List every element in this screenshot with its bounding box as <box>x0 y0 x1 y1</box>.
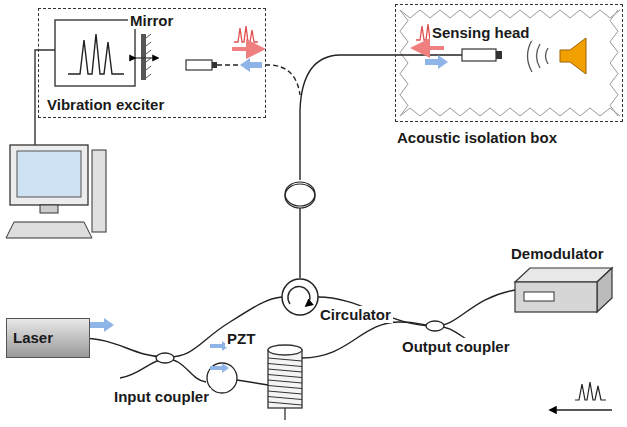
winding <box>268 358 302 361</box>
drive-arrow <box>550 409 612 410</box>
winding <box>268 364 302 367</box>
circulator-arrow <box>288 287 310 306</box>
speaker <box>528 38 587 74</box>
exciter-box <box>55 20 135 86</box>
pzt-cylinder <box>268 345 302 420</box>
foam-edge <box>400 108 620 116</box>
foam-edge <box>400 10 620 18</box>
laser-box: Laser <box>6 318 90 358</box>
winding <box>268 375 302 378</box>
winding <box>268 391 302 394</box>
circulator <box>282 279 318 315</box>
part-label: Output coupler <box>400 338 512 355</box>
fiber <box>299 110 300 180</box>
signal-pulses <box>234 24 440 42</box>
winding <box>268 369 302 372</box>
foam-edge <box>400 10 408 116</box>
winding <box>268 386 302 389</box>
fiber <box>300 55 462 110</box>
part-label: Sensing head <box>430 24 532 41</box>
collimator-end <box>212 62 217 68</box>
acoustic-foam <box>400 10 620 116</box>
part-label: PZT <box>225 330 257 347</box>
fiber-coil <box>207 363 237 393</box>
winding <box>268 380 302 383</box>
fiber-coil <box>285 182 315 208</box>
node-label: Laser <box>13 329 53 346</box>
fiber <box>237 380 268 385</box>
drive-signal <box>575 382 606 400</box>
exciter-peaks <box>68 34 124 74</box>
demodulator-device <box>515 268 612 312</box>
output-coupler <box>426 321 444 331</box>
fiber <box>318 297 435 326</box>
isolation-box: Acoustic isolation box <box>395 4 623 122</box>
part-label: Mirror <box>128 12 175 29</box>
computer <box>6 145 106 238</box>
pulse-arrow <box>414 46 444 50</box>
collimator <box>186 60 212 70</box>
winding <box>268 402 302 405</box>
foam-edge <box>610 10 618 116</box>
node-label: Demodulator <box>511 245 604 262</box>
fiber <box>78 297 282 357</box>
pzt-windings <box>268 358 302 405</box>
fiber <box>435 290 515 326</box>
fiber-dashed <box>217 65 300 95</box>
part-label: Input coupler <box>112 388 211 405</box>
pulse-arrow <box>232 47 262 51</box>
demodulator: Demodulator <box>515 268 612 312</box>
part-label: Circulator <box>318 306 393 323</box>
sensing-head <box>462 49 496 61</box>
winding <box>268 397 302 400</box>
node-label: Acoustic isolation box <box>397 129 557 146</box>
node-label: Vibration exciter <box>47 96 164 113</box>
input-coupler <box>156 353 174 363</box>
mirror-hatch <box>146 34 151 78</box>
sensing-head-tip <box>496 51 502 59</box>
mirror <box>141 34 146 80</box>
fiber <box>299 208 300 278</box>
vibration-arrow <box>135 57 158 58</box>
